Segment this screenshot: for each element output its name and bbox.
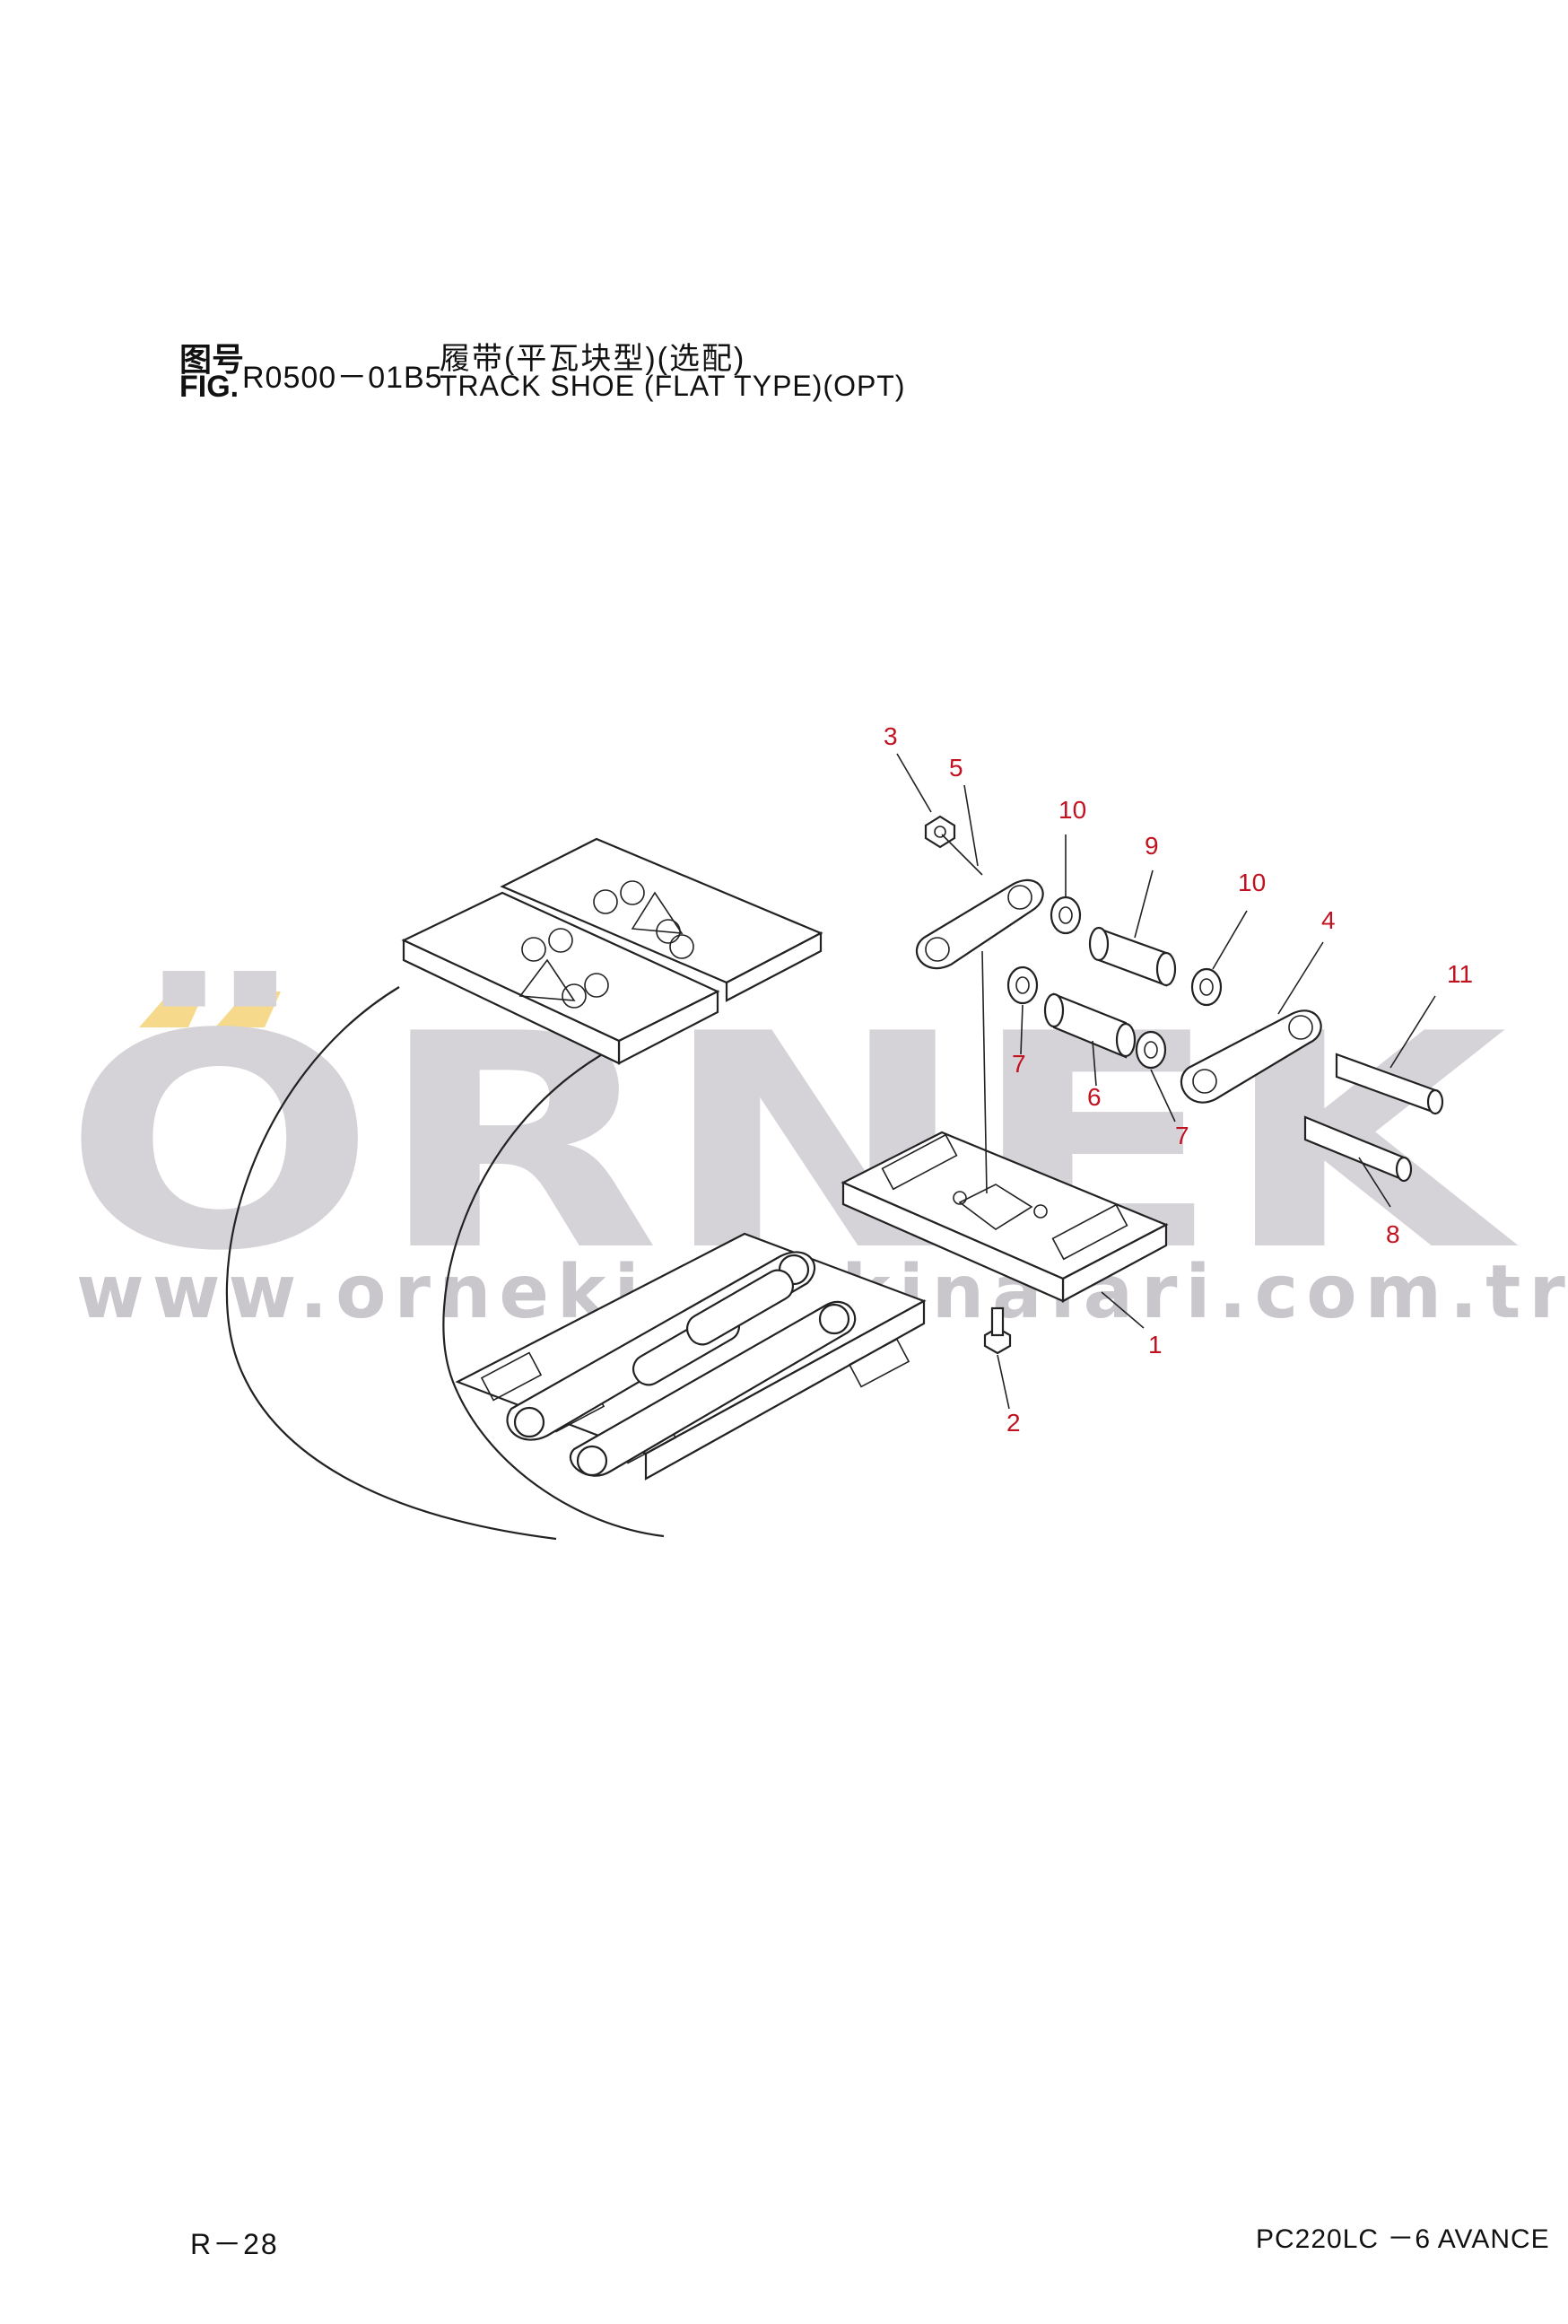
figure-title: TRACK SHOE (FLAT TYPE)(OPT) [440, 370, 906, 402]
part-4-link [1180, 1009, 1322, 1104]
page-number: R－28 [190, 2228, 279, 2260]
leader-lines [896, 753, 1436, 1410]
part-8-pin [1303, 1115, 1413, 1183]
machine-model: PC220LC －6 AVANCE [1256, 2224, 1550, 2254]
callout-10-right: 10 [1238, 869, 1266, 896]
callouts: 3 5 10 9 10 4 11 7 6 7 8 1 2 [884, 722, 1473, 1437]
part-9-bushing [1088, 926, 1177, 987]
watermark-accent-right [215, 992, 281, 1027]
figure-label-cn: 图号 [179, 341, 245, 378]
callout-7-right: 7 [1175, 1122, 1189, 1149]
callout-10-left: 10 [1058, 796, 1086, 824]
part-5-link [915, 878, 1044, 970]
callout-11: 11 [1447, 960, 1473, 988]
callout-3: 3 [884, 722, 898, 750]
callout-5: 5 [949, 754, 963, 782]
part-1-shoe [841, 1131, 1169, 1303]
part-2-bolt [983, 1306, 1012, 1355]
part-7-seal [1006, 965, 1167, 1070]
track-assembly [225, 837, 927, 1541]
callout-9: 9 [1145, 832, 1159, 860]
part-11-pin [1335, 1053, 1444, 1115]
callout-4: 4 [1321, 906, 1336, 934]
figure-number: R0500－01B5 [242, 361, 443, 395]
callout-2: 2 [1006, 1409, 1021, 1437]
callout-8: 8 [1386, 1220, 1400, 1248]
figure-title-cn: 履带(平瓦块型)(选配) [440, 342, 746, 376]
callout-6: 6 [1087, 1083, 1102, 1111]
callout-1: 1 [1148, 1331, 1163, 1359]
part-10-seal [1050, 896, 1223, 1007]
figure-label: FIG. [179, 370, 240, 404]
part-6-bushing [1043, 992, 1137, 1059]
watermark-accent-left [139, 992, 205, 1027]
callout-7-left: 7 [1012, 1050, 1026, 1078]
